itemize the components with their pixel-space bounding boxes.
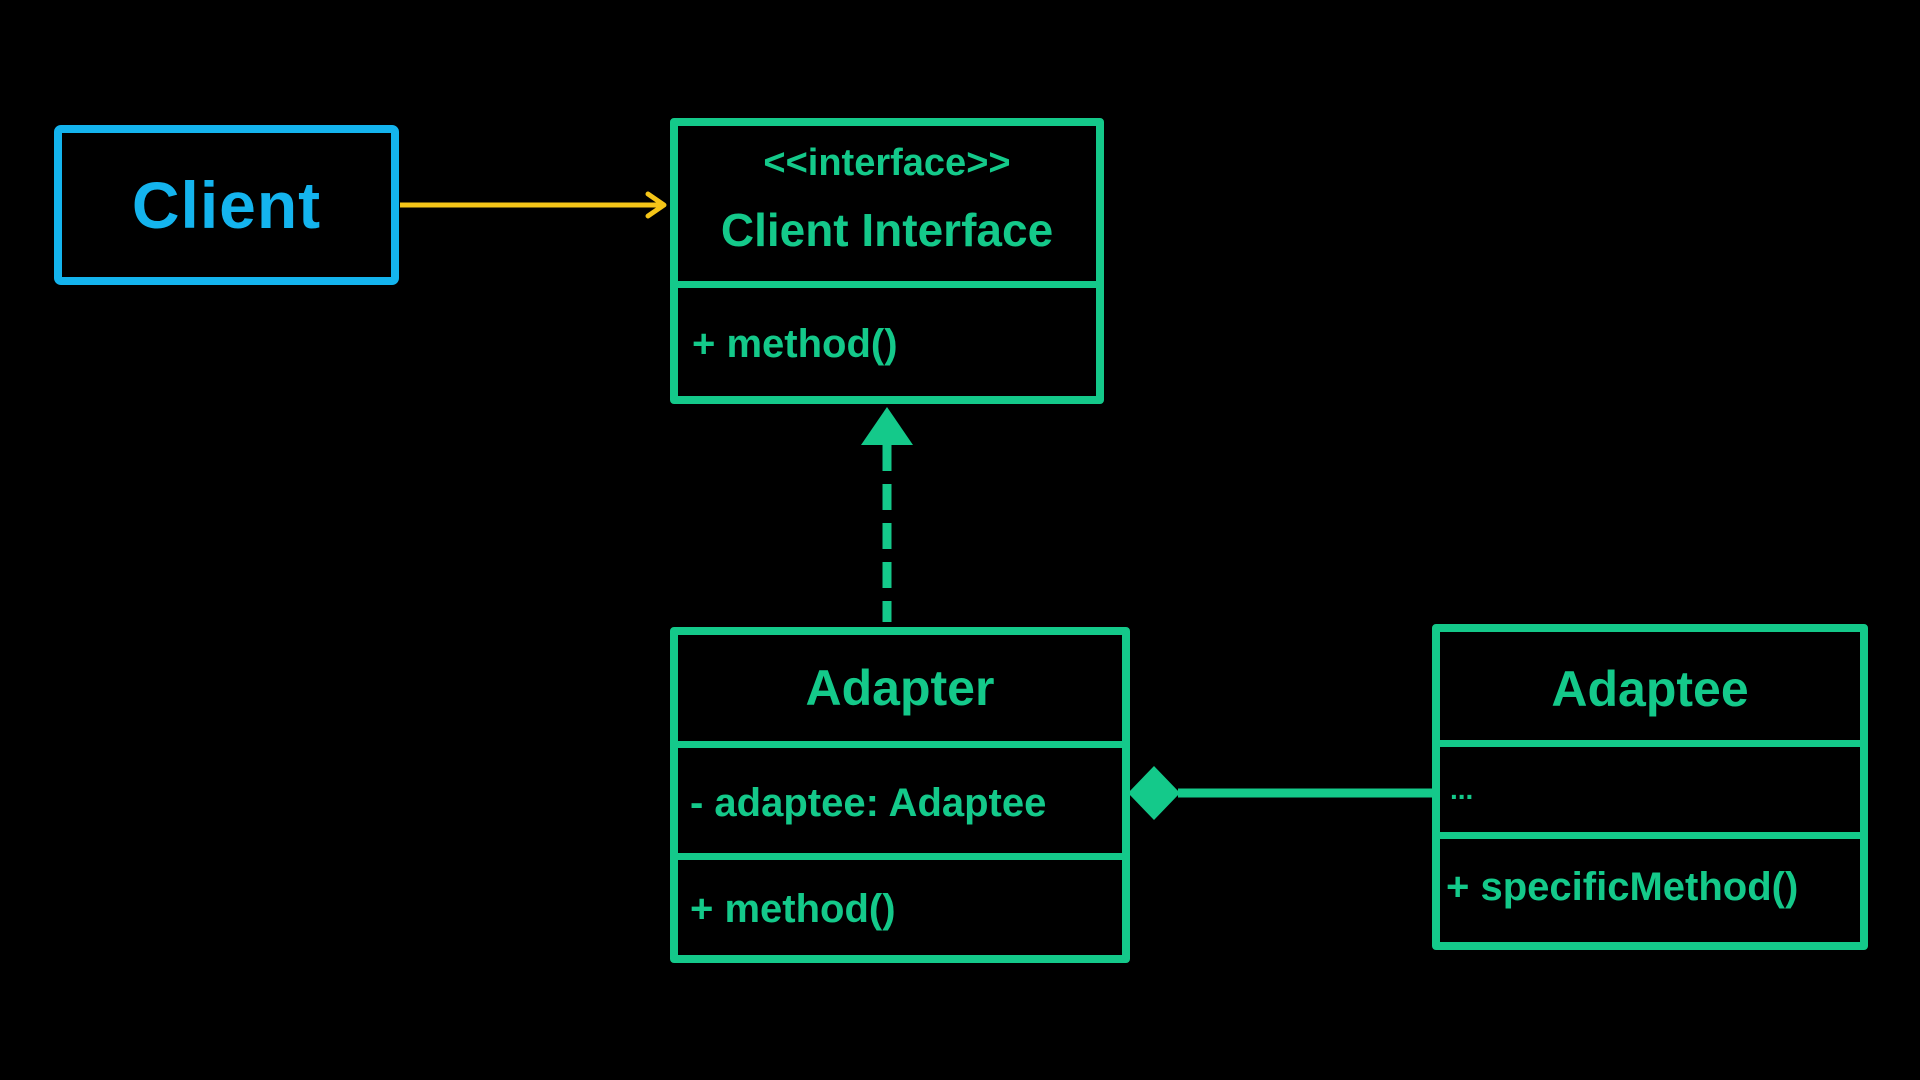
interface-name: Client Interface: [720, 204, 1054, 256]
composition-diamond: [1128, 766, 1180, 820]
interface-method: + method(): [692, 322, 898, 366]
adaptee-name: Adaptee: [1551, 661, 1749, 717]
interface-divider: [678, 281, 1096, 288]
association-arrowhead: [645, 191, 667, 219]
adaptee-class[interactable]: Adaptee ... + specificMethod(): [1432, 624, 1868, 950]
association-arrow: [400, 191, 667, 219]
client-box[interactable]: Client: [54, 125, 399, 285]
adapter-class[interactable]: Adapter - adaptee: Adaptee + method(): [670, 627, 1130, 963]
adapter-field: - adaptee: Adaptee: [690, 781, 1047, 825]
client-label: Client: [131, 168, 322, 242]
client-interface-class[interactable]: <<interface>> Client Interface + method(…: [670, 118, 1104, 404]
adaptee-method: + specificMethod(): [1446, 865, 1799, 909]
adaptee-field: ...: [1450, 774, 1474, 805]
realization-arrow: [861, 407, 913, 622]
adapter-fields-divider: [678, 853, 1122, 860]
adapter-name-divider: [678, 741, 1122, 748]
realization-triangle-head: [861, 407, 913, 445]
adapter-name: Adapter: [805, 660, 995, 716]
adaptee-name-divider: [1440, 740, 1860, 747]
adapter-method: + method(): [690, 887, 896, 931]
adaptee-fields-divider: [1440, 832, 1860, 839]
interface-stereotype: <<interface>>: [763, 142, 1011, 184]
composition-link: [1128, 766, 1432, 820]
